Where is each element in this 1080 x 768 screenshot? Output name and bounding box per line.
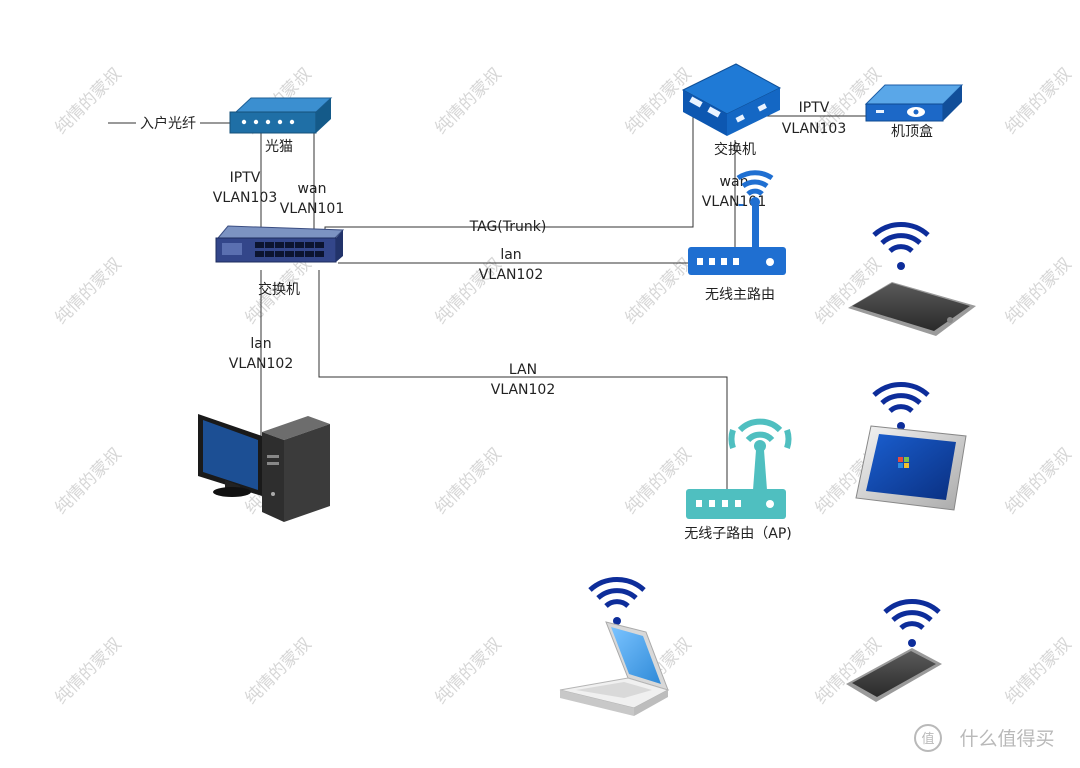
watermark-text: 纯情的蒙叔 xyxy=(431,64,505,138)
pc-lan-label: lan xyxy=(250,336,271,352)
lan-main-label: lan xyxy=(500,247,521,263)
brand-logo-glyph: 值 xyxy=(921,731,934,747)
switch-left xyxy=(215,225,345,263)
connections xyxy=(108,108,866,490)
switch-right-label: 交换机 xyxy=(714,141,756,158)
labels: 入户光纤 光猫 IPTV VLAN103 wan VLAN101 交换机 TAG… xyxy=(140,100,933,542)
main-router-label: 无线主路由 xyxy=(705,287,775,303)
watermark-text: 纯情的蒙叔 xyxy=(811,254,885,328)
watermark-text: 纯情的蒙叔 xyxy=(51,64,125,138)
ap-lan-line xyxy=(318,270,728,490)
watermark-text: 纯情的蒙叔 xyxy=(51,444,125,518)
watermark-text: 纯情的蒙叔 xyxy=(621,254,695,328)
modem-label: 光猫 xyxy=(265,139,293,155)
tablet-1 xyxy=(848,222,976,336)
modem-wan-vlan-label: VLAN101 xyxy=(280,201,344,217)
pc-lan-vlan-label: VLAN102 xyxy=(229,356,293,372)
watermark-text: 纯情的蒙叔 xyxy=(241,634,315,708)
watermark-text: 纯情的蒙叔 xyxy=(431,254,505,328)
ap-router xyxy=(686,418,792,519)
tablet-2 xyxy=(855,382,967,511)
ap-lan-label: LAN xyxy=(509,362,537,378)
watermark-text: 纯情的蒙叔 xyxy=(1001,64,1075,138)
stb-iptv-vlan-label: VLAN103 xyxy=(782,121,846,137)
desktop-computer xyxy=(198,414,330,522)
laptop xyxy=(559,577,670,716)
stb-iptv-label: IPTV xyxy=(799,100,830,116)
switch-left-label: 交换机 xyxy=(258,281,300,298)
modem-wan-label: wan xyxy=(298,181,327,197)
set-top-box xyxy=(864,84,964,122)
brand-logo: 值 什么值得买 xyxy=(914,724,1055,752)
lan-main-vlan-label: VLAN102 xyxy=(479,267,543,283)
watermark-text: 纯情的蒙叔 xyxy=(431,634,505,708)
smartphone xyxy=(846,599,942,702)
ap-label: 无线子路由（AP) xyxy=(684,526,791,542)
brand-text: 什么值得买 xyxy=(959,728,1054,750)
modem-iptv-label: IPTV xyxy=(230,170,261,186)
modem-iptv-vlan-label: VLAN103 xyxy=(213,190,277,206)
trunk-label: TAG(Trunk) xyxy=(469,219,547,235)
ap-lan-vlan-label: VLAN102 xyxy=(491,382,555,398)
optical-modem xyxy=(229,97,333,134)
watermark-text: 纯情的蒙叔 xyxy=(1001,634,1075,708)
brand-logo-icon xyxy=(914,724,942,752)
router-wan-vlan-label: VLAN101 xyxy=(702,194,766,210)
fiber-label: 入户光纤 xyxy=(140,115,196,132)
watermark-text: 纯情的蒙叔 xyxy=(1001,444,1075,518)
stb-label: 机顶盒 xyxy=(891,123,933,140)
watermark-text: 纯情的蒙叔 xyxy=(621,444,695,518)
watermark-text: 纯情的蒙叔 xyxy=(1001,254,1075,328)
watermark-text: 纯情的蒙叔 xyxy=(431,444,505,518)
main-router xyxy=(688,170,786,275)
switch-right xyxy=(681,63,782,136)
watermark-text: 纯情的蒙叔 xyxy=(51,634,125,708)
watermark-text: 纯情的蒙叔 xyxy=(51,254,125,328)
